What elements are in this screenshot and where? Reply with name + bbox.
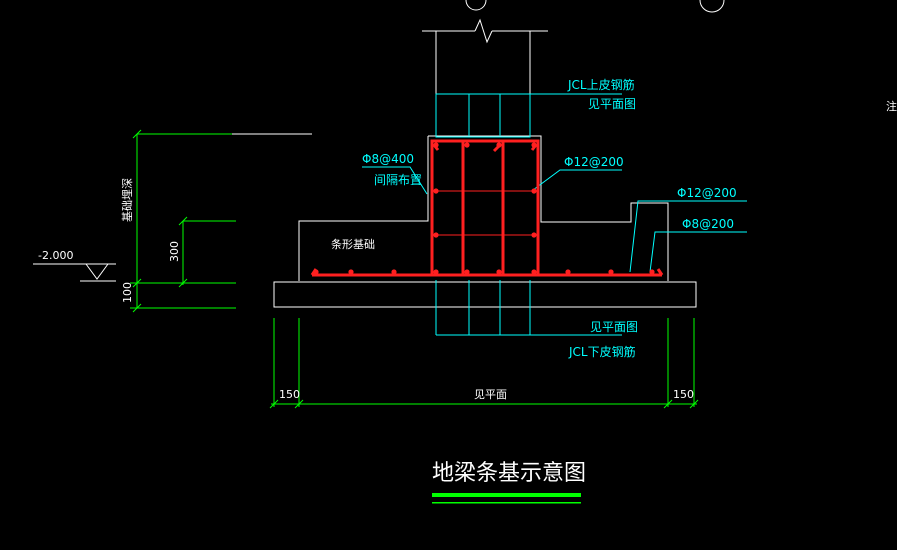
elevation-marker <box>33 263 116 282</box>
structure-outline <box>232 18 697 308</box>
slab-top-bars-label: Φ12@200 <box>677 186 737 200</box>
drawing-title: 地梁条基示意图 <box>432 461 586 486</box>
stirrup-note: 间隔布置 <box>374 173 422 187</box>
slab-height-dim: 300 <box>168 241 181 262</box>
slab-dist-bars-label: Φ8@200 <box>682 217 734 231</box>
bottom-ref-label: 见平面图 <box>590 320 638 334</box>
rebar-dot <box>608 269 614 275</box>
width-ref-dim: 见平面 <box>474 388 507 401</box>
rebar-dot <box>391 269 397 275</box>
foundation-label: 条形基础 <box>331 237 375 251</box>
side-bars-label: Φ12@200 <box>564 155 624 169</box>
elevation-value: -2.000 <box>38 249 73 262</box>
left-offset-dim: 150 <box>279 388 300 401</box>
rebar-dot <box>496 269 502 275</box>
note-edge: 注 <box>886 99 897 113</box>
top-bars-label: JCL上皮钢筋 <box>567 77 635 92</box>
rebar-dot <box>313 269 319 275</box>
dimension-lines <box>130 129 699 409</box>
rebar-dots <box>313 142 655 275</box>
rebar-dot <box>464 269 470 275</box>
rebar-dot <box>531 232 537 238</box>
rebar-dot <box>464 142 470 148</box>
rebar-dot <box>433 188 439 194</box>
rebar-dot <box>496 142 502 148</box>
depth-label-dim: 基础埋深 <box>121 178 134 222</box>
bottom-bars-label: JCL下皮钢筋 <box>568 344 636 359</box>
rebar-dot <box>565 269 571 275</box>
rebar-dot <box>649 269 655 275</box>
right-offset-dim: 150 <box>673 388 694 401</box>
title-underline <box>432 493 581 504</box>
top-bars-ref: 见平面图 <box>588 97 636 111</box>
rebar-dot <box>433 232 439 238</box>
leader-lines <box>362 93 747 336</box>
rebar-dot <box>531 269 537 275</box>
rebar-dot <box>433 142 439 148</box>
rebar-dot <box>531 188 537 194</box>
rebar-dot <box>531 142 537 148</box>
rebar-dot <box>348 269 354 275</box>
stirrup-ties <box>432 190 538 236</box>
pad-height-dim: 100 <box>121 282 134 303</box>
top-edge-marks <box>465 0 725 13</box>
rebar-dot <box>433 269 439 275</box>
stirrup-spacing: Φ8@400 <box>362 152 414 166</box>
